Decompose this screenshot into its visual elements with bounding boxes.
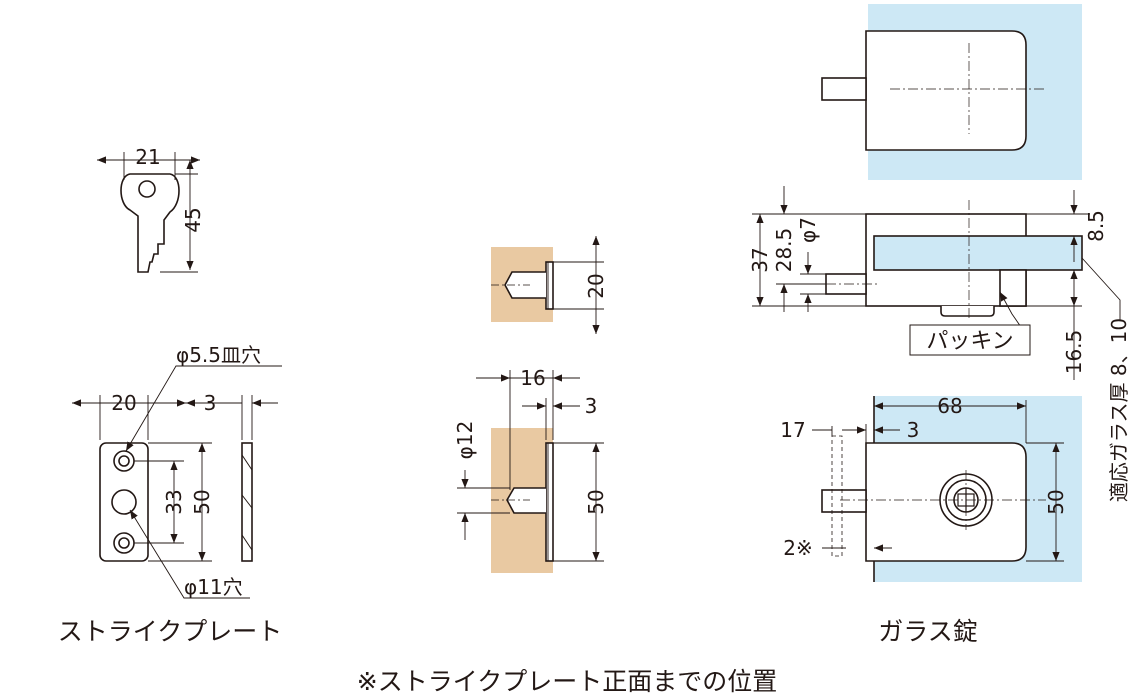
lock-50-label: 50: [1044, 489, 1068, 514]
lock-3-label: 3: [907, 418, 920, 442]
strike-plate-title: ストライクプレート: [58, 617, 283, 646]
mid-depth-label: 16: [520, 366, 545, 390]
strike-plate-front: [99, 442, 149, 562]
glass-thickness-label: 適応ガラス厚 8、10: [1107, 318, 1131, 502]
lock-16-5-label: 16.5: [1062, 330, 1086, 375]
lock-17-label: 17: [780, 418, 805, 442]
mid-plate-t-label: 3: [585, 394, 598, 418]
plate-thickness-label: 3: [204, 391, 217, 415]
plate-hole-center-label: φ11穴: [184, 575, 243, 599]
packing-box: [909, 324, 1031, 356]
plate-hole-center: [111, 489, 137, 515]
key-outline: [120, 173, 180, 273]
mid-diameter-label: φ12: [453, 421, 477, 460]
plate-width-label: 20: [111, 391, 136, 415]
key-width-label: 21: [135, 145, 160, 169]
glass-panel: [873, 235, 1083, 271]
lock-37-label: 37: [748, 247, 772, 272]
lock-28-5-label: 28.5: [772, 228, 796, 273]
wood-mount-bottom: [457, 370, 604, 573]
lock-2-label: 2※: [783, 536, 812, 560]
key-height-label: 45: [181, 207, 205, 232]
wood-mount-top: [491, 236, 604, 334]
glass-lock-top-view: [821, 4, 1082, 180]
footnote: ※ストライクプレート正面までの位置: [357, 667, 777, 696]
plate-pitch-label: 33: [162, 489, 186, 514]
key-ring-hole: [138, 180, 156, 198]
packing-part: [940, 306, 995, 317]
key-drawing: [97, 152, 200, 273]
lock-phi7-label: φ7: [796, 217, 820, 243]
glass-lock-title: ガラス錠: [878, 617, 978, 646]
lock-68-label: 68: [937, 394, 962, 418]
plate-height-label: 50: [190, 489, 214, 514]
mid-height-label: 50: [584, 489, 608, 514]
mid-top-height-label: 20: [584, 273, 608, 298]
strike-plate-drawing: [72, 365, 282, 599]
packing-label: パッキン: [926, 329, 1013, 354]
glass-lock-front-view: [812, 396, 1082, 582]
lock-8-5-label: 8.5: [1084, 210, 1108, 242]
glass-lock-side-view: [752, 186, 1121, 380]
plate-hole-top-label: φ5.5皿穴: [176, 343, 261, 367]
